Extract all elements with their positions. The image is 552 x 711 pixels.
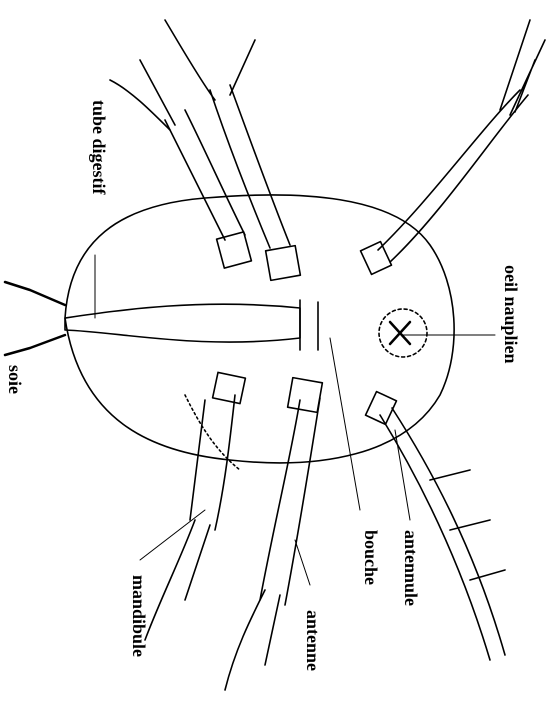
label-mandibule: mandibule <box>130 575 148 657</box>
mandible-lower <box>145 372 245 640</box>
label-antenne: antenne <box>304 610 322 671</box>
antennule-lower <box>366 392 505 660</box>
antennule-upper <box>361 20 545 274</box>
antenna-upper <box>165 20 300 280</box>
seta-lower <box>5 335 65 355</box>
label-bouche: bouche <box>362 530 380 585</box>
leader-antenne <box>295 540 310 585</box>
leader-antennule <box>395 430 410 520</box>
digestive-tube <box>65 304 300 342</box>
naupliar-eye <box>379 309 427 357</box>
label-oeil-nauplien: oeil nauplien <box>502 265 520 364</box>
label-tube-digestif: tube digestif <box>90 100 108 195</box>
seta-upper <box>5 282 65 305</box>
label-soie: soie <box>6 365 24 394</box>
leader-bouche <box>330 338 360 510</box>
mandible-upper <box>110 60 251 268</box>
label-antennule: antennule <box>402 530 420 606</box>
leader-mandibule <box>140 510 205 560</box>
